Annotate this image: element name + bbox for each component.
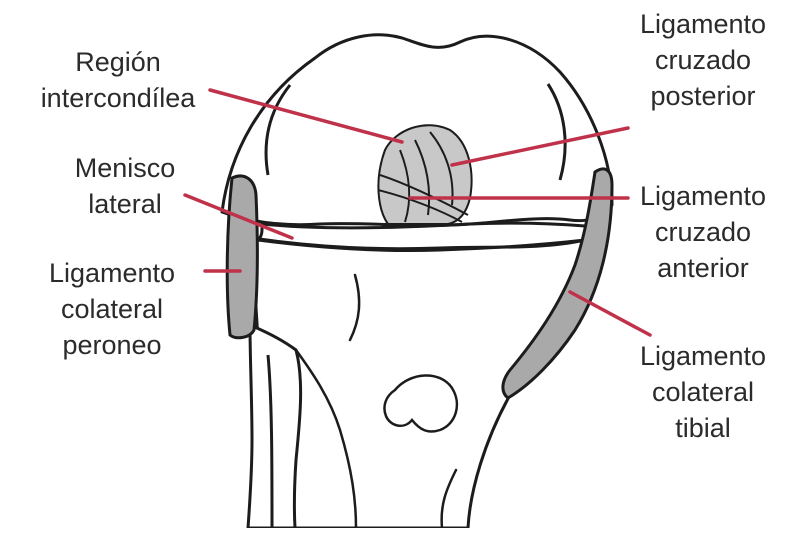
label-ligamento-cruzado-anterior: Ligamento cruzado anterior (612, 178, 794, 286)
label-menisco-lateral: Menisco lateral (55, 150, 195, 222)
fibular-collateral-ligament (227, 176, 257, 338)
label-ligamento-colateral-peroneo: Ligamento colateral peroneo (22, 255, 202, 363)
tibia (252, 238, 585, 528)
fibula (248, 325, 301, 528)
label-region-intercondilea: Región intercondílea (8, 44, 228, 116)
label-ligamento-colateral-tibial: Ligamento colateral tibial (612, 338, 794, 446)
label-ligamento-cruzado-posterior: Ligamento cruzado posterior (612, 6, 794, 114)
